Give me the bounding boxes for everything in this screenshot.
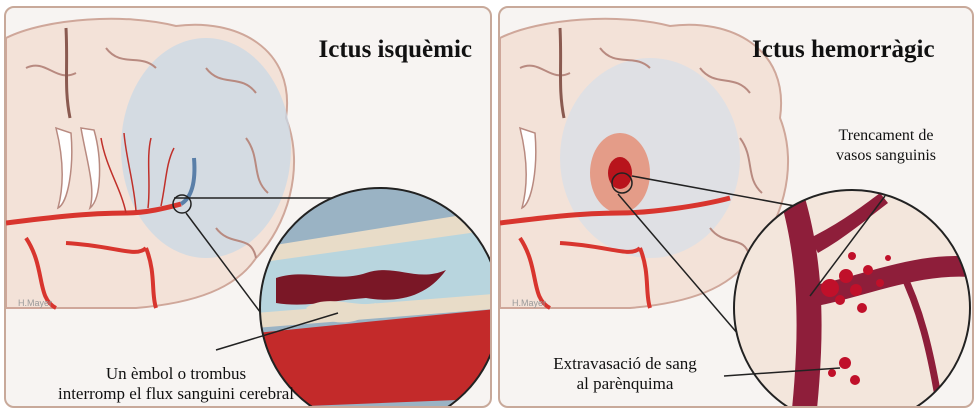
vessel-rupture-label: Trencament de vasos sanguinis: [800, 126, 972, 166]
blood-extravasation-label-line2: al parènquima: [520, 374, 730, 394]
ischemic-stroke-panel: H.Mayer Ictus isquèmic Un èmbol o trombu…: [4, 6, 492, 408]
vessel-rupture-label-line1: Trencament de: [800, 126, 972, 146]
hemorrhagic-title: Ictus hemorràgic: [752, 36, 935, 64]
illustrator-credit: H.Mayer: [512, 298, 546, 308]
vessel-rupture-label-line2: vasos sanguinis: [800, 146, 972, 166]
hemorrhagic-stroke-panel: H.Mayer Ictus hemorràgic Trencament de v…: [498, 6, 974, 408]
ischemic-caption-line2: interromp el flux sanguini cerebral: [6, 384, 346, 404]
ischemic-title: Ictus isquèmic: [319, 36, 472, 64]
blood-extravasation-label-line1: Extravasació de sang: [520, 354, 730, 374]
ischemic-caption-line1: Un èmbol o trombus: [6, 364, 346, 384]
illustrator-credit: H.Mayer: [18, 298, 52, 308]
ischemic-caption: Un èmbol o trombus interromp el flux san…: [6, 364, 346, 404]
ischemic-illustration: [6, 8, 490, 406]
hemorrhagic-illustration: [500, 8, 972, 406]
blood-extravasation-label: Extravasació de sang al parènquima: [520, 354, 730, 394]
